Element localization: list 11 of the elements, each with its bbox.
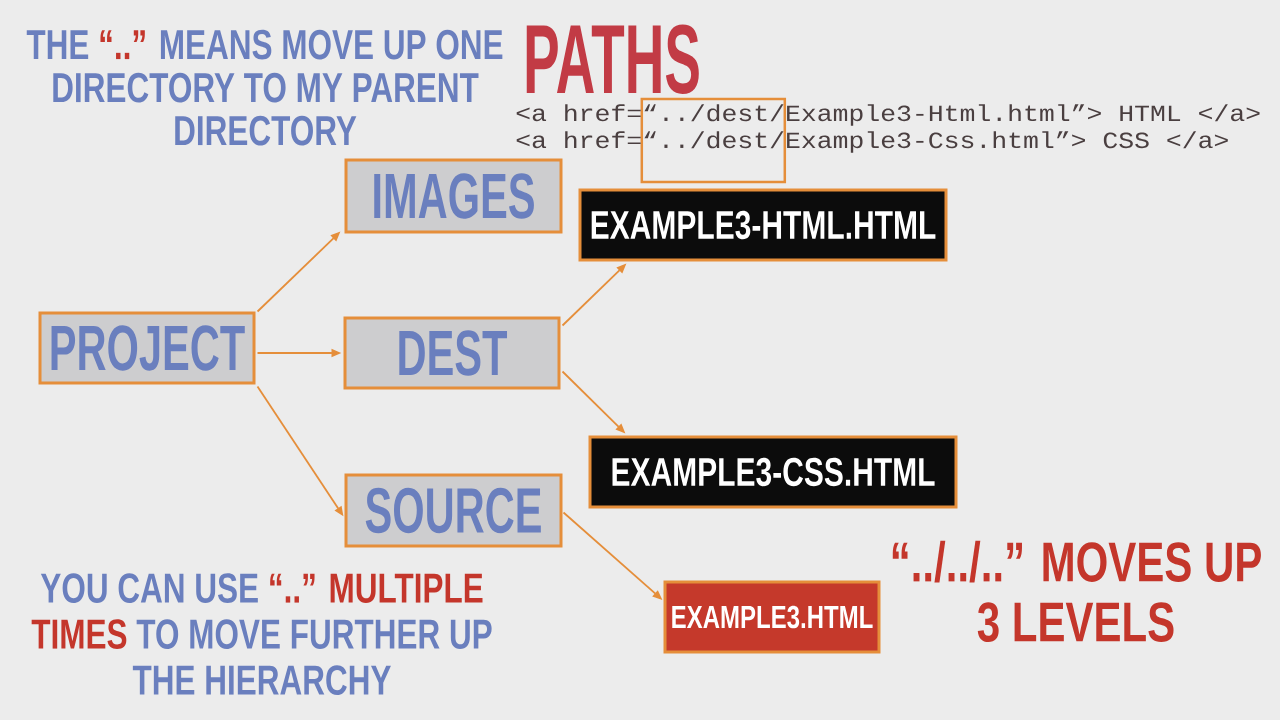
file-box: EXAMPLE3.HTML bbox=[663, 580, 881, 654]
folder-box: IMAGES bbox=[344, 158, 563, 234]
note-text: THE “..” MEANS MOVE UP ONE DIRECTORY TO MY PARENT DIRECTORY bbox=[26, 29, 503, 146]
file-box: EXAMPLE3-CSS.HTML bbox=[588, 435, 958, 509]
title: PATHS bbox=[526, 24, 699, 94]
file-box: EXAMPLE3-HTML.HTML bbox=[578, 188, 948, 262]
folder-box: DEST bbox=[343, 316, 561, 390]
folder-box: SOURCE bbox=[344, 473, 563, 548]
folder-box: PROJECT bbox=[38, 311, 256, 385]
note-text: YOU CAN USE “..” MULTIPLE TIMES TO MOVE FURTHER UP THE HIERARCHY bbox=[31, 573, 492, 695]
note-text: “../../..” MOVES UP 3 LEVELS bbox=[892, 540, 1261, 642]
